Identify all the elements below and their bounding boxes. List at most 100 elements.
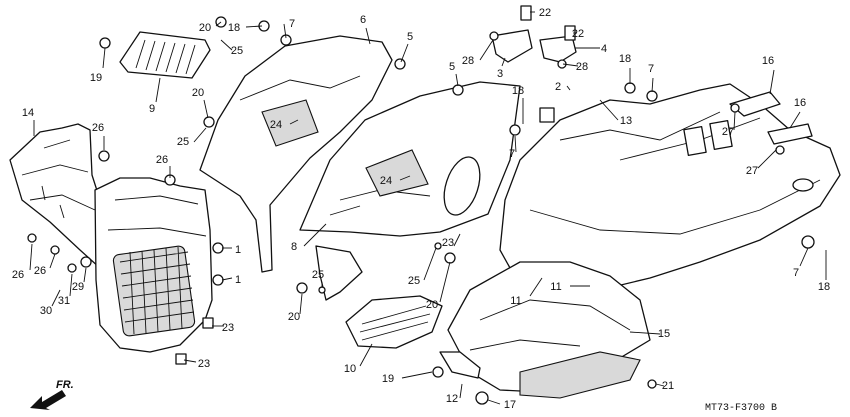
leader-line bbox=[155, 77, 161, 103]
callout-number: 5 bbox=[449, 61, 455, 73]
leader-line bbox=[102, 47, 106, 69]
leader-line bbox=[221, 277, 233, 281]
leader-line bbox=[220, 39, 233, 51]
callout-number: 7 bbox=[289, 18, 295, 30]
leader-line bbox=[399, 175, 411, 181]
callout-number: 7 bbox=[648, 63, 654, 75]
callout-number: 20 bbox=[199, 22, 211, 34]
leader-line bbox=[501, 57, 506, 67]
leader-line bbox=[400, 43, 409, 63]
leader-line bbox=[193, 127, 207, 143]
callout-number: 24 bbox=[380, 175, 392, 187]
hardware bbox=[27, 16, 815, 405]
part-6-left-cowl bbox=[199, 35, 393, 273]
part-12-strip bbox=[439, 351, 481, 379]
direction-label: FR. bbox=[56, 379, 74, 391]
callout-number: 27 bbox=[722, 126, 734, 138]
callout-number: 18 bbox=[228, 22, 240, 34]
part-9-grille bbox=[119, 31, 211, 79]
callout-number: 29 bbox=[72, 281, 84, 293]
leader-line bbox=[49, 253, 56, 269]
leader-line bbox=[303, 223, 327, 247]
callout-number: 6 bbox=[360, 14, 366, 26]
callout-number: 23 bbox=[222, 322, 234, 334]
leader-line bbox=[183, 359, 197, 363]
callout-number: 8 bbox=[291, 241, 297, 253]
callout-number: 7 bbox=[793, 267, 799, 279]
leader-line bbox=[29, 243, 33, 271]
callout-number: 23 bbox=[442, 237, 454, 249]
callout-number: 11 bbox=[510, 295, 521, 307]
callout-number: 11 bbox=[550, 281, 561, 293]
callout-number: 17 bbox=[504, 399, 516, 411]
callout-number: 20 bbox=[288, 311, 300, 323]
callout-number: 1 bbox=[235, 274, 241, 286]
callout-number: 20 bbox=[192, 87, 204, 99]
callout-number: 19 bbox=[382, 373, 394, 385]
callout-number: 25 bbox=[231, 45, 243, 57]
callout-number: 26 bbox=[92, 122, 104, 134]
callout-number: 1 bbox=[235, 244, 241, 256]
leader-line bbox=[51, 289, 61, 307]
callout-number: 18 bbox=[818, 281, 830, 293]
leader-line bbox=[562, 63, 579, 67]
callout-number: 12 bbox=[446, 393, 458, 405]
callout-number: 22 bbox=[539, 7, 551, 19]
callout-number: 26 bbox=[34, 265, 46, 277]
leader-line bbox=[789, 111, 801, 129]
leader-line bbox=[514, 135, 517, 153]
callout-number: 9 bbox=[149, 103, 155, 115]
callout-number: 5 bbox=[407, 31, 413, 43]
leader-line bbox=[401, 371, 433, 379]
callout-number: 2 bbox=[555, 81, 561, 93]
leader-line bbox=[299, 293, 303, 315]
leader-line bbox=[459, 383, 463, 399]
leader-line bbox=[487, 399, 501, 405]
callout-number: 25 bbox=[177, 136, 189, 148]
leader-line bbox=[629, 331, 661, 335]
leader-line bbox=[655, 383, 665, 387]
front-lower-panel bbox=[94, 177, 213, 353]
drawing-code: MT73-F3700 B bbox=[705, 403, 777, 414]
leader-line bbox=[365, 27, 371, 45]
callout-number: 25 bbox=[312, 269, 324, 281]
callout-number: 16 bbox=[762, 55, 774, 67]
leader-line bbox=[283, 23, 287, 39]
leader-line bbox=[529, 277, 543, 297]
leader-line bbox=[83, 267, 87, 283]
callout-number: 31 bbox=[58, 295, 70, 307]
leader-line bbox=[566, 85, 571, 91]
leader-line bbox=[733, 111, 736, 131]
leader-line bbox=[769, 69, 775, 95]
callout-number: 22 bbox=[572, 28, 584, 40]
part-10-lower-grille bbox=[345, 295, 443, 349]
callout-number: 30 bbox=[40, 305, 52, 317]
callout-number: 4 bbox=[601, 43, 607, 55]
callout-number: 26 bbox=[12, 269, 24, 281]
leader-line bbox=[289, 119, 299, 125]
callout-number: 28 bbox=[462, 55, 474, 67]
leader-line bbox=[203, 99, 209, 119]
callout-number: 13 bbox=[620, 115, 632, 127]
callout-number: 24 bbox=[270, 119, 282, 131]
callout-number: 27 bbox=[746, 165, 758, 177]
callout-number: 26 bbox=[156, 154, 168, 166]
part-15-belly-pan bbox=[447, 261, 651, 399]
part-13-under-cowl bbox=[499, 83, 841, 297]
callout-number: 7 bbox=[509, 148, 515, 160]
brackets-3-4-22 bbox=[491, 5, 577, 63]
leader-line bbox=[453, 233, 461, 247]
front-direction-arrow bbox=[30, 390, 66, 410]
callout-number: 23 bbox=[198, 358, 210, 370]
leader-line bbox=[69, 273, 73, 297]
leader-line bbox=[599, 99, 619, 121]
leader-line bbox=[757, 149, 777, 169]
leader-line bbox=[479, 39, 494, 61]
callout-number: 14 bbox=[22, 107, 34, 119]
callout-number: 28 bbox=[576, 61, 588, 73]
leader-line bbox=[799, 247, 809, 267]
callout-number: 21 bbox=[662, 380, 674, 392]
callout-number: 10 bbox=[344, 363, 356, 375]
